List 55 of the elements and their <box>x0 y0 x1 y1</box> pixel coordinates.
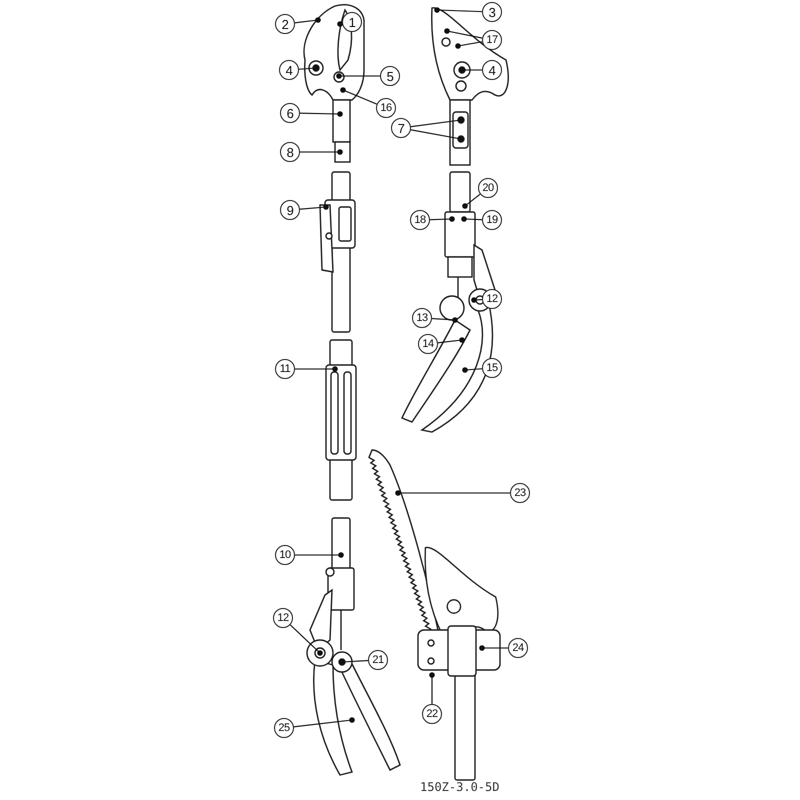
leader-line <box>471 297 482 303</box>
leader-line <box>410 129 464 142</box>
callout-number: 6 <box>280 103 300 123</box>
leader-line <box>294 17 321 24</box>
leader-line <box>395 490 510 496</box>
leader-line <box>410 117 464 128</box>
callout-number: 15 <box>482 358 502 378</box>
leader-line <box>429 672 435 704</box>
leader-line <box>298 65 319 71</box>
leader-line <box>337 21 343 27</box>
callout-number: 24 <box>508 638 528 658</box>
leader-line <box>300 149 343 155</box>
callout-number: 10 <box>275 545 295 565</box>
model-number: 150Z-3.0-5D <box>420 780 500 794</box>
callout-number: 13 <box>412 308 432 328</box>
leader-line <box>340 87 377 105</box>
callout-number: 11 <box>275 359 295 379</box>
leader-line <box>432 317 458 323</box>
callout-number: 9 <box>280 200 300 220</box>
callout-number: 18 <box>410 210 430 230</box>
callout-number: 2 <box>275 14 295 34</box>
callout-number: 17 <box>482 30 502 50</box>
leader-line <box>290 624 323 656</box>
leader-line <box>295 366 338 372</box>
callout-number: 5 <box>380 66 400 86</box>
leader-line <box>444 28 482 39</box>
callout-number: 23 <box>510 483 530 503</box>
callout-number: 8 <box>280 142 300 162</box>
callout-number: 22 <box>422 704 442 724</box>
leader-line <box>434 7 482 13</box>
leader-line <box>294 717 355 728</box>
callout-number: 12 <box>482 289 502 309</box>
leader-line <box>459 67 482 73</box>
leader-line <box>438 337 465 344</box>
callout-number: 4 <box>279 60 299 80</box>
leader-line <box>300 204 329 210</box>
leader-line <box>461 216 482 222</box>
callout-number: 16 <box>376 98 396 118</box>
callout-number: 19 <box>482 210 502 230</box>
callout-number: 14 <box>418 334 438 354</box>
leader-line <box>295 552 344 558</box>
callout-number: 7 <box>391 118 411 138</box>
leader-line <box>336 73 380 79</box>
callout-number: 25 <box>274 718 294 738</box>
leader-line <box>462 367 482 373</box>
leader-line <box>300 111 343 117</box>
leader-line <box>462 194 480 209</box>
callout-number: 21 <box>368 650 388 670</box>
callout-number: 12 <box>273 608 293 628</box>
leader-line <box>479 645 508 651</box>
leader-line <box>339 659 368 665</box>
leader-line <box>455 41 482 49</box>
callout-number: 3 <box>482 2 502 22</box>
callout-number: 20 <box>478 178 498 198</box>
leader-line <box>430 216 455 222</box>
